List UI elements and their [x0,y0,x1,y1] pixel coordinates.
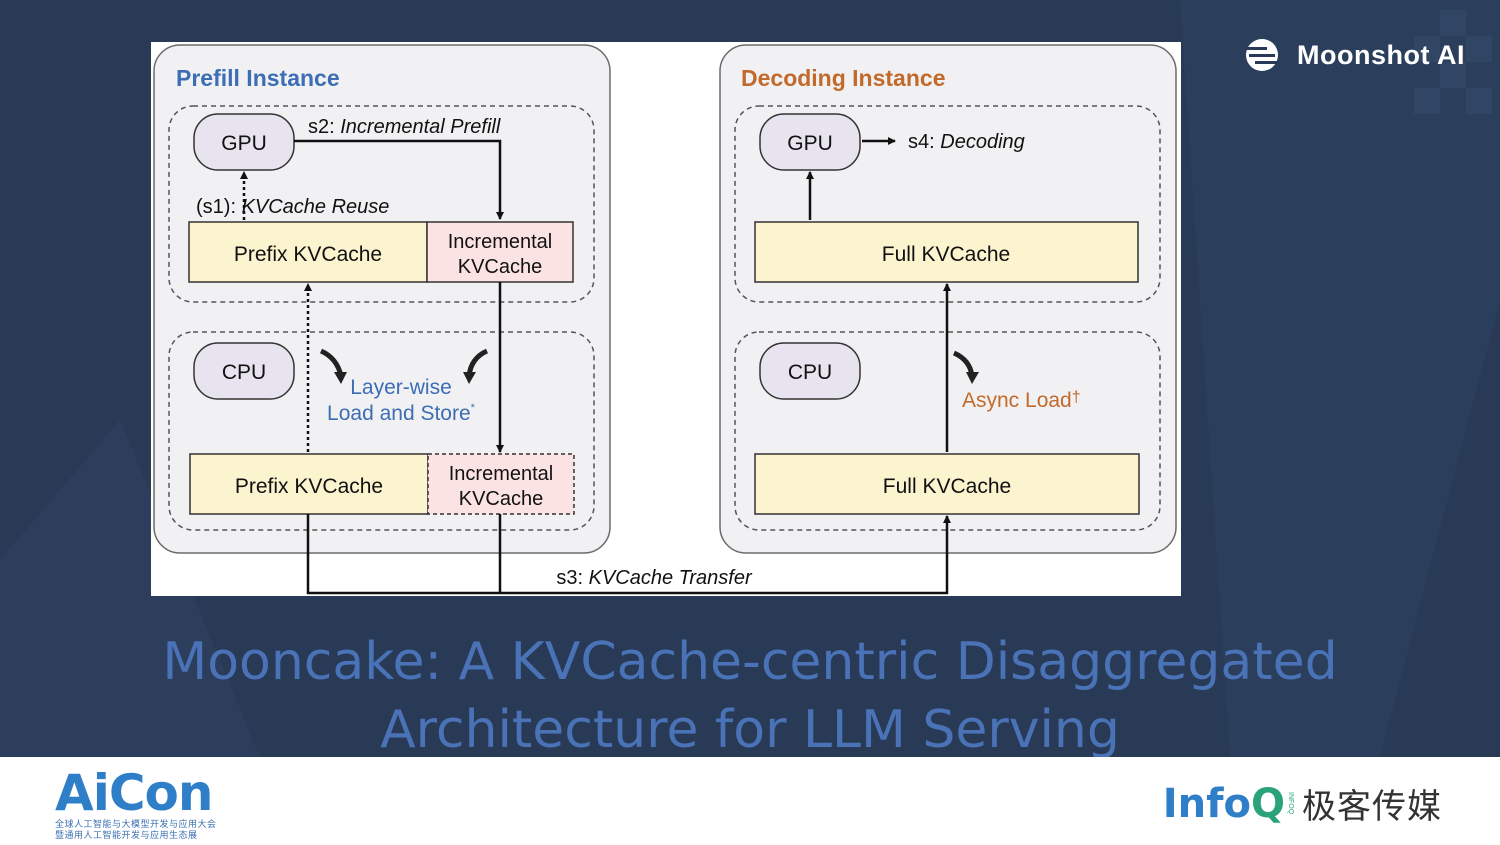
prefill-instance-title: Prefill Instance [176,65,340,91]
moonshot-logo-icon [1245,39,1279,71]
prefill-gpu-prefix-kvcache-label: Prefix KVCache [234,243,382,266]
async-load-curve-arrowhead [966,372,979,384]
s4-label: s4: Decoding [908,131,1025,153]
slide-title-line1: Mooncake: A KVCache-centric Disaggregate… [162,632,1338,692]
decoding-cpu-full-kvcache-label: Full KVCache [883,475,1011,498]
s3-label: s3: KVCache Transfer [556,567,753,589]
background-decoration [1414,10,1492,114]
s1-label: (s1): KVCache Reuse [196,196,389,218]
infoq-logo-info: InfoQ [1162,780,1285,827]
infoq-logo-small: INFOQ [1287,792,1294,815]
aicon-subtitle-1: 全球人工智能与大模型开发与应用大会 [55,819,217,829]
decoding-cpu-label: CPU [788,361,832,384]
prefill-cpu-prefix-kvcache [189,453,429,515]
layerwise-left-arrowhead [334,372,347,384]
prefill-instance-box [153,44,611,554]
infoq-logo: InfoQ INFOQ 极客传媒 [1163,779,1442,828]
prefill-cpu-incremental-line2: KVCache [459,488,544,510]
decoding-gpu-full-kvcache-label: Full KVCache [882,243,1010,266]
slide-title: Mooncake: A KVCache-centric Disaggregate… [0,628,1500,764]
layerwise-label-line2: Load and Store* [327,402,476,425]
s2-arrow [294,139,504,220]
prefill-cpu-incremental-kvcache [427,453,575,515]
architecture-diagram: Prefill Instance GPU s2: Incremental Pre… [151,42,1181,596]
aicon-logo: AiCon 全球人工智能与大模型开发与应用大会 暨通用人工智能开发与应用生态展 [55,767,217,841]
prefill-gpu-incremental-line2: KVCache [458,256,543,278]
infoq-logo-chinese: 极客传媒 [1302,788,1442,826]
aicon-logo-text: AiCon [55,764,213,822]
decoding-gpu-label: GPU [787,132,833,155]
moonshot-logo-text: Moonshot AI [1297,39,1465,70]
prefill-gpu-incremental-line1: Incremental [448,231,553,253]
footer: AiCon 全球人工智能与大模型开发与应用大会 暨通用人工智能开发与应用生态展 … [0,757,1500,845]
s2-label: s2: Incremental Prefill [308,116,501,138]
prefill-gpu-prefix-kvcache [188,221,428,283]
layerwise-right-arrowhead [463,372,476,384]
decoding-instance-title: Decoding Instance [741,65,945,91]
slide-title-line2: Architecture for LLM Serving [380,700,1120,760]
layerwise-label-line1: Layer-wise [350,376,452,399]
prefill-gpu-label: GPU [221,132,267,155]
prefill-cpu-node [193,342,295,400]
prefill-cpu-incremental-line1: Incremental [449,463,554,485]
aicon-subtitle-2: 暨通用人工智能开发与应用生态展 [55,830,198,840]
decoding-gpu-group [734,105,1161,303]
decoding-cpu-full-kvcache [754,453,1140,515]
moonshot-logo: Moonshot AI [1245,38,1465,72]
prefill-gpu-group [168,105,595,303]
architecture-diagram-svg: Prefill Instance GPU s2: Incremental Pre… [153,44,1177,595]
prefill-cpu-prefix-kvcache-label: Prefix KVCache [235,475,383,498]
decoding-gpu-full-kvcache [754,221,1139,283]
prefill-cpu-group [168,331,595,531]
decoding-cpu-group [734,331,1161,531]
s3-transfer-arrow [306,514,951,595]
prefill-cpu-label: CPU [222,361,266,384]
decoding-cpu-node [759,342,861,400]
decoding-gpu-node [759,113,861,171]
async-load-label: Async Load† [962,389,1081,412]
